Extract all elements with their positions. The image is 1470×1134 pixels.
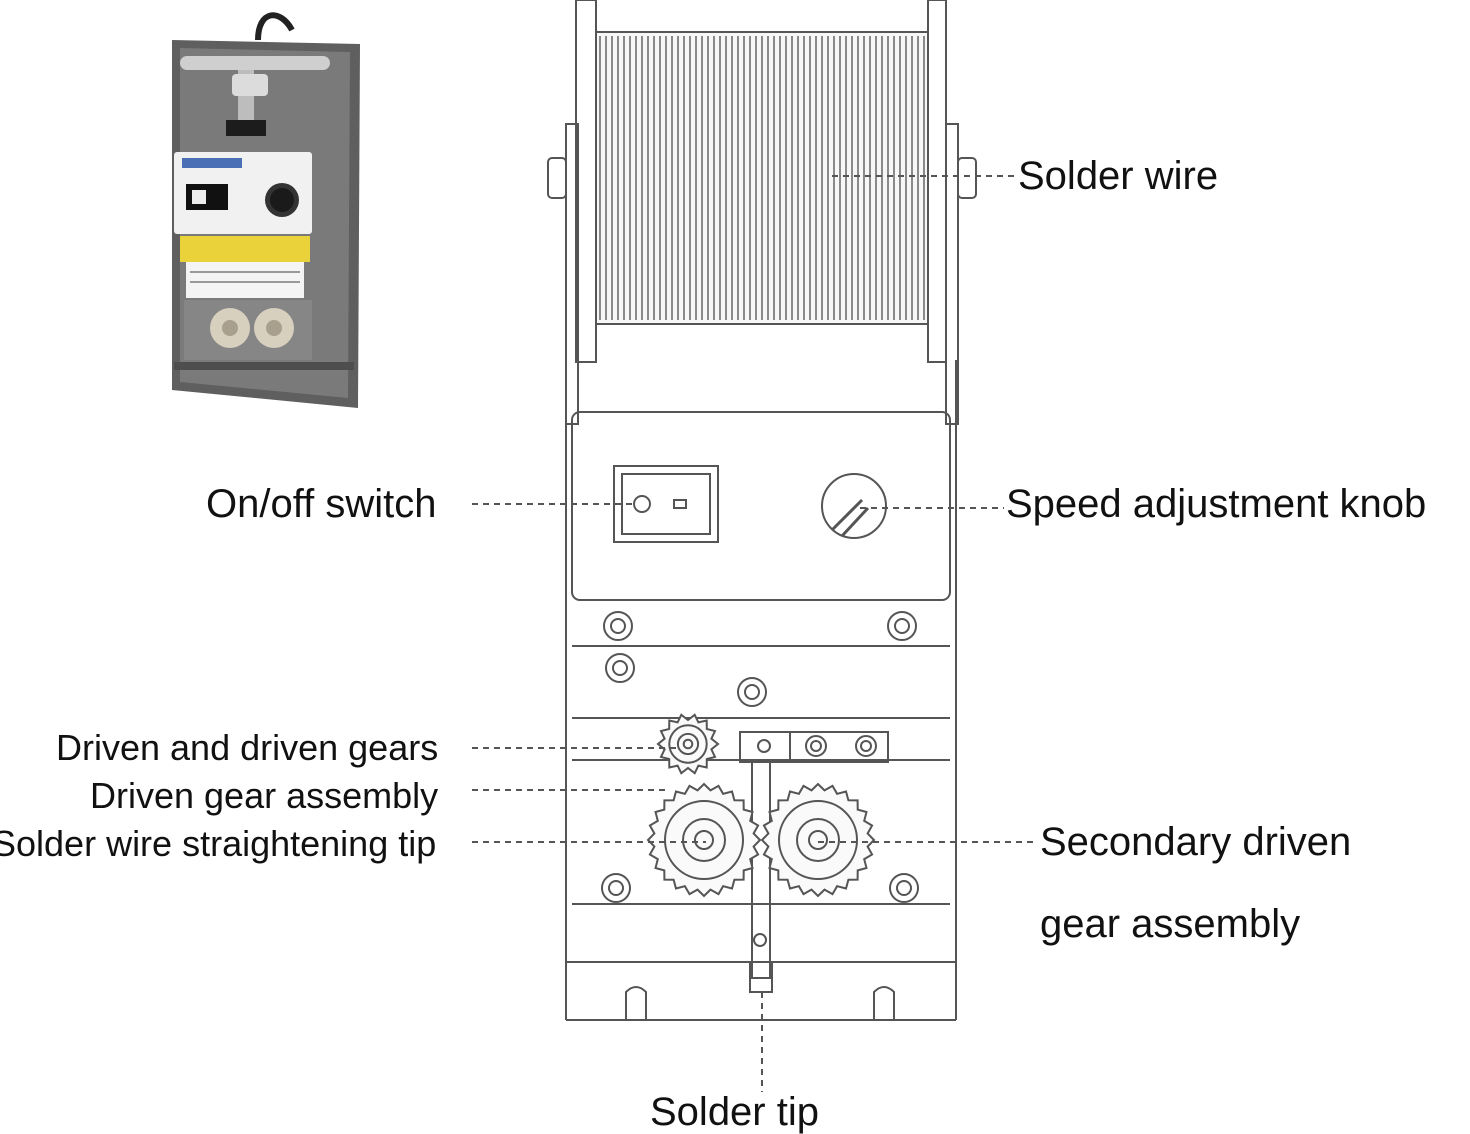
- label-solder-tip: Solder tip: [650, 1090, 819, 1134]
- label-secondary-driven: Secondary driven: [1040, 820, 1352, 864]
- label-speed-adjustment-knob: Speed adjustment knob: [1006, 482, 1427, 526]
- product-photo: [172, 12, 360, 408]
- on-off-switch-drawing: [613, 465, 719, 543]
- label-on-off-switch: On/off switch: [206, 482, 437, 526]
- gear-set: [646, 713, 876, 898]
- small-drive-gear: [656, 713, 720, 775]
- label-gear-assembly: gear assembly: [1040, 902, 1301, 946]
- label-driven-and-driven-gears: Driven and driven gears: [56, 727, 439, 768]
- screws: [601, 611, 919, 947]
- speed-knob-drawing: [821, 473, 887, 539]
- secondary-driven-gear: [760, 782, 876, 898]
- label-solder-wire: Solder wire: [1018, 154, 1219, 198]
- driven-gear: [646, 782, 762, 898]
- machine-drawing: [547, 0, 977, 1021]
- label-solder-wire-straightening-tip: Solder wire straightening tip: [0, 823, 437, 864]
- label-driven-gear-assembly: Driven gear assembly: [90, 775, 439, 816]
- leader-lines: [472, 175, 1036, 1092]
- solder-wire-coil: [599, 36, 925, 320]
